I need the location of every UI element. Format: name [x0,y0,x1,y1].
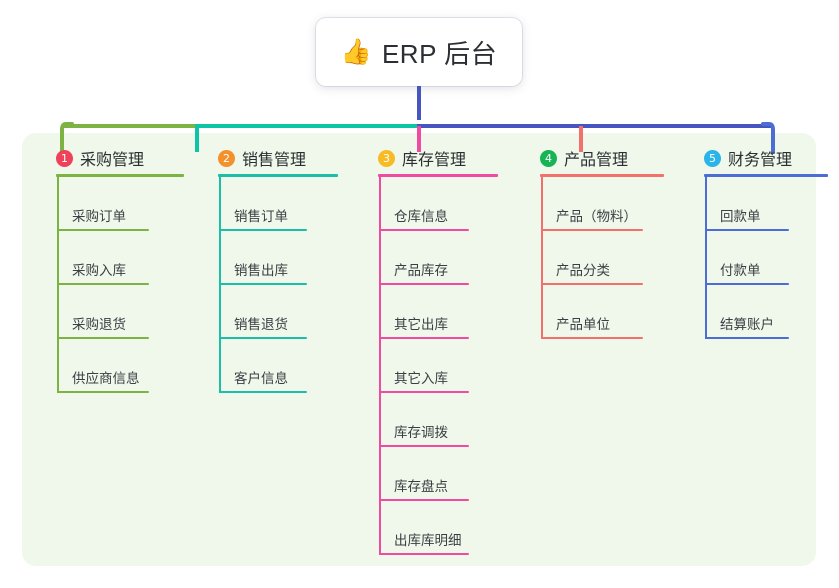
branch-item-label: 产品分类 [556,263,610,278]
branch-item[interactable]: 产品单位 [541,285,643,339]
branch-item[interactable]: 供应商信息 [57,339,149,393]
branch-title-3: 库存管理 [402,152,467,169]
branch-badge-4: 4 [540,149,557,167]
branch-title-4: 产品管理 [564,152,629,169]
branches-panel [22,133,816,566]
branch-item-rule [57,337,149,339]
branch-item-label: 销售订单 [234,209,288,224]
branch-item-rule [57,283,149,285]
branch-title-1: 采购管理 [80,152,145,169]
branch-spine-3 [379,177,381,555]
branch-item[interactable]: 回款单 [705,177,789,231]
branch-spine-5 [705,177,707,339]
branch-item-rule [379,229,469,231]
branch-badge-3: 3 [378,149,395,167]
branch-header-4[interactable]: 4 产品管理 [540,146,628,170]
branch-item-rule [219,337,307,339]
branch-item[interactable]: 采购入库 [57,231,149,285]
branch-item[interactable]: 销售订单 [219,177,307,231]
branch-header-5[interactable]: 5 财务管理 [704,146,792,170]
branch-item-rule [219,229,307,231]
branch-item-rule [705,283,789,285]
root-node-content: 👍 ERP 后台 [341,34,497,71]
branch-header-2[interactable]: 2 销售管理 [218,146,306,170]
branch-item-label: 采购入库 [72,263,126,278]
branch-item-rule [379,391,469,393]
branch-badge-5: 5 [704,149,721,167]
branch-item-label: 供应商信息 [72,371,140,386]
branch-item[interactable]: 付款单 [705,231,789,285]
branch-item[interactable]: 采购订单 [57,177,149,231]
branch-title-2: 销售管理 [242,152,307,169]
branch-item[interactable]: 产品库存 [379,231,469,285]
branch-item-label: 其它入库 [394,371,448,386]
branch-item[interactable]: 出库库明细 [379,501,469,555]
branch-spine-1 [57,177,59,393]
branch-item-rule [379,553,469,555]
branch-item-label: 库存盘点 [394,479,448,494]
branch-spine-4 [541,177,543,339]
branch-item-label: 销售退货 [234,317,288,332]
branch-item-rule [379,445,469,447]
branch-item[interactable]: 产品（物料） [541,177,643,231]
branch-badge-1: 1 [56,149,73,167]
branch-header-1[interactable]: 1 采购管理 [56,146,144,170]
branch-item[interactable]: 采购退货 [57,285,149,339]
branch-item-rule [379,337,469,339]
branch-item-label: 付款单 [720,263,761,278]
branch-item-label: 销售出库 [234,263,288,278]
branch-item[interactable]: 其它出库 [379,285,469,339]
thumbs-up-icon: 👍 [340,37,372,66]
branch-item-label: 产品库存 [394,263,448,278]
branch-item[interactable]: 仓库信息 [379,177,469,231]
root-node-title: ERP 后台 [381,38,498,69]
branch-item[interactable]: 产品分类 [541,231,643,285]
branch-item-label: 出库库明细 [394,533,462,548]
branch-item[interactable]: 结算账户 [705,285,789,339]
branch-item-rule [379,283,469,285]
branch-item-rule [541,337,643,339]
branch-item-rule [705,337,789,339]
branch-rule-2 [218,174,338,177]
branch-item[interactable]: 销售出库 [219,231,307,285]
branch-item-rule [219,283,307,285]
branch-spine-2 [219,177,221,393]
branch-item[interactable]: 其它入库 [379,339,469,393]
branch-item-label: 回款单 [720,209,761,224]
branch-item-label: 其它出库 [394,317,448,332]
branch-item-rule [57,229,149,231]
branch-item[interactable]: 库存调拨 [379,393,469,447]
branch-item-rule [705,229,789,231]
branch-header-3[interactable]: 3 库存管理 [378,146,466,170]
branch-item-rule [541,283,643,285]
branch-item-rule [57,391,149,393]
branch-badge-2: 2 [218,149,235,167]
branch-item-rule [541,229,643,231]
branch-item-label: 采购退货 [72,317,126,332]
branch-item-rule [219,391,307,393]
branch-item-rule [379,499,469,501]
branch-item-label: 产品（物料） [556,209,637,224]
branch-item[interactable]: 库存盘点 [379,447,469,501]
branch-item-label: 采购订单 [72,209,126,224]
branch-item-label: 库存调拨 [394,425,448,440]
branch-columns: 1 采购管理采购订单采购入库采购退货供应商信息 2 销售管理销售订单销售出库销售退货客… [22,133,828,566]
branch-item-label: 仓库信息 [394,209,448,224]
branch-title-5: 财务管理 [728,152,793,169]
branch-rule-3 [378,174,498,177]
branch-rule-5 [704,174,828,177]
branch-rule-4 [540,174,664,177]
branch-rule-1 [56,174,184,177]
root-node-card[interactable]: 👍 ERP 后台 [316,18,522,86]
branch-item-label: 客户信息 [234,371,288,386]
branch-item-label: 结算账户 [720,317,774,332]
branch-item-label: 产品单位 [556,317,610,332]
branch-item[interactable]: 销售退货 [219,285,307,339]
branch-item[interactable]: 客户信息 [219,339,307,393]
